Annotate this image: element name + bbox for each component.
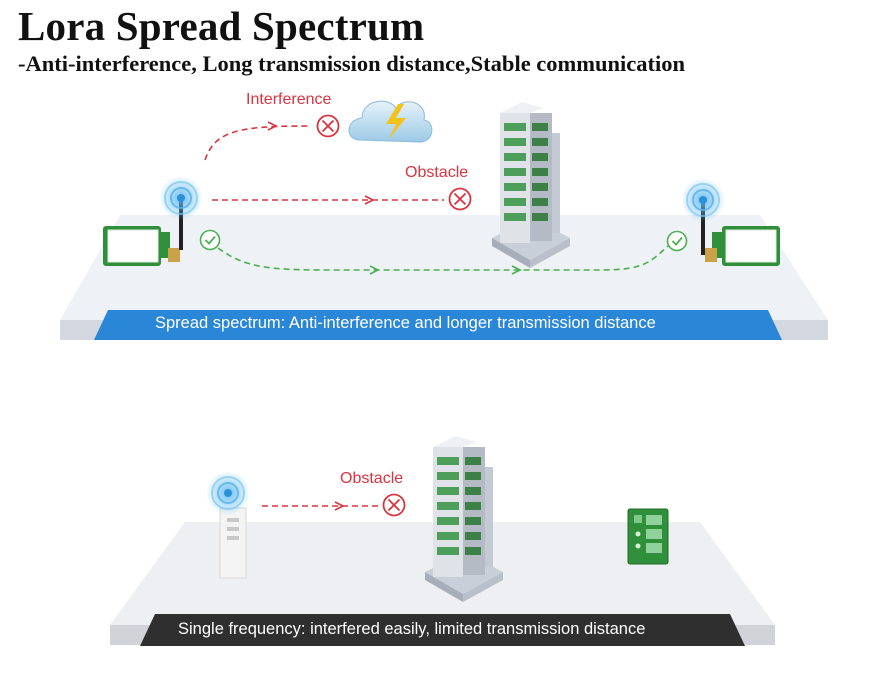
signal-waves-icon	[205, 470, 251, 516]
bottom-banner	[140, 614, 745, 646]
blocked-x-icon	[316, 114, 340, 138]
obstacle-label-bottom: Obstacle	[340, 470, 404, 487]
page-title: Lora Spread Spectrum	[18, 3, 425, 49]
signal-waves-icon	[158, 175, 204, 221]
single-frequency-banner: Single frequency: interfered easily, lim…	[178, 620, 646, 638]
blocked-x-icon	[448, 187, 472, 211]
single-freq-device-icon	[219, 507, 247, 579]
building-icon	[425, 436, 503, 602]
cloud-lightning-icon	[348, 100, 433, 143]
blocked-x-icon	[382, 493, 406, 517]
circuit-board-icon	[627, 508, 669, 565]
lora-module-icon	[103, 195, 183, 266]
obstacle-label-top: Obstacle	[405, 164, 469, 181]
interference-label: Interference	[246, 91, 332, 108]
check-circle-icon	[199, 229, 221, 251]
signal-waves-icon	[680, 177, 726, 223]
top-banner	[94, 310, 782, 340]
lora-module-icon	[701, 200, 780, 266]
interference-path	[204, 125, 311, 161]
spread-spectrum-banner: Spread spectrum: Anti-interference and l…	[155, 314, 656, 332]
page-subtitle: -Anti-interference, Long transmission di…	[18, 51, 686, 76]
building-icon	[492, 102, 570, 268]
check-circle-icon	[666, 230, 688, 252]
